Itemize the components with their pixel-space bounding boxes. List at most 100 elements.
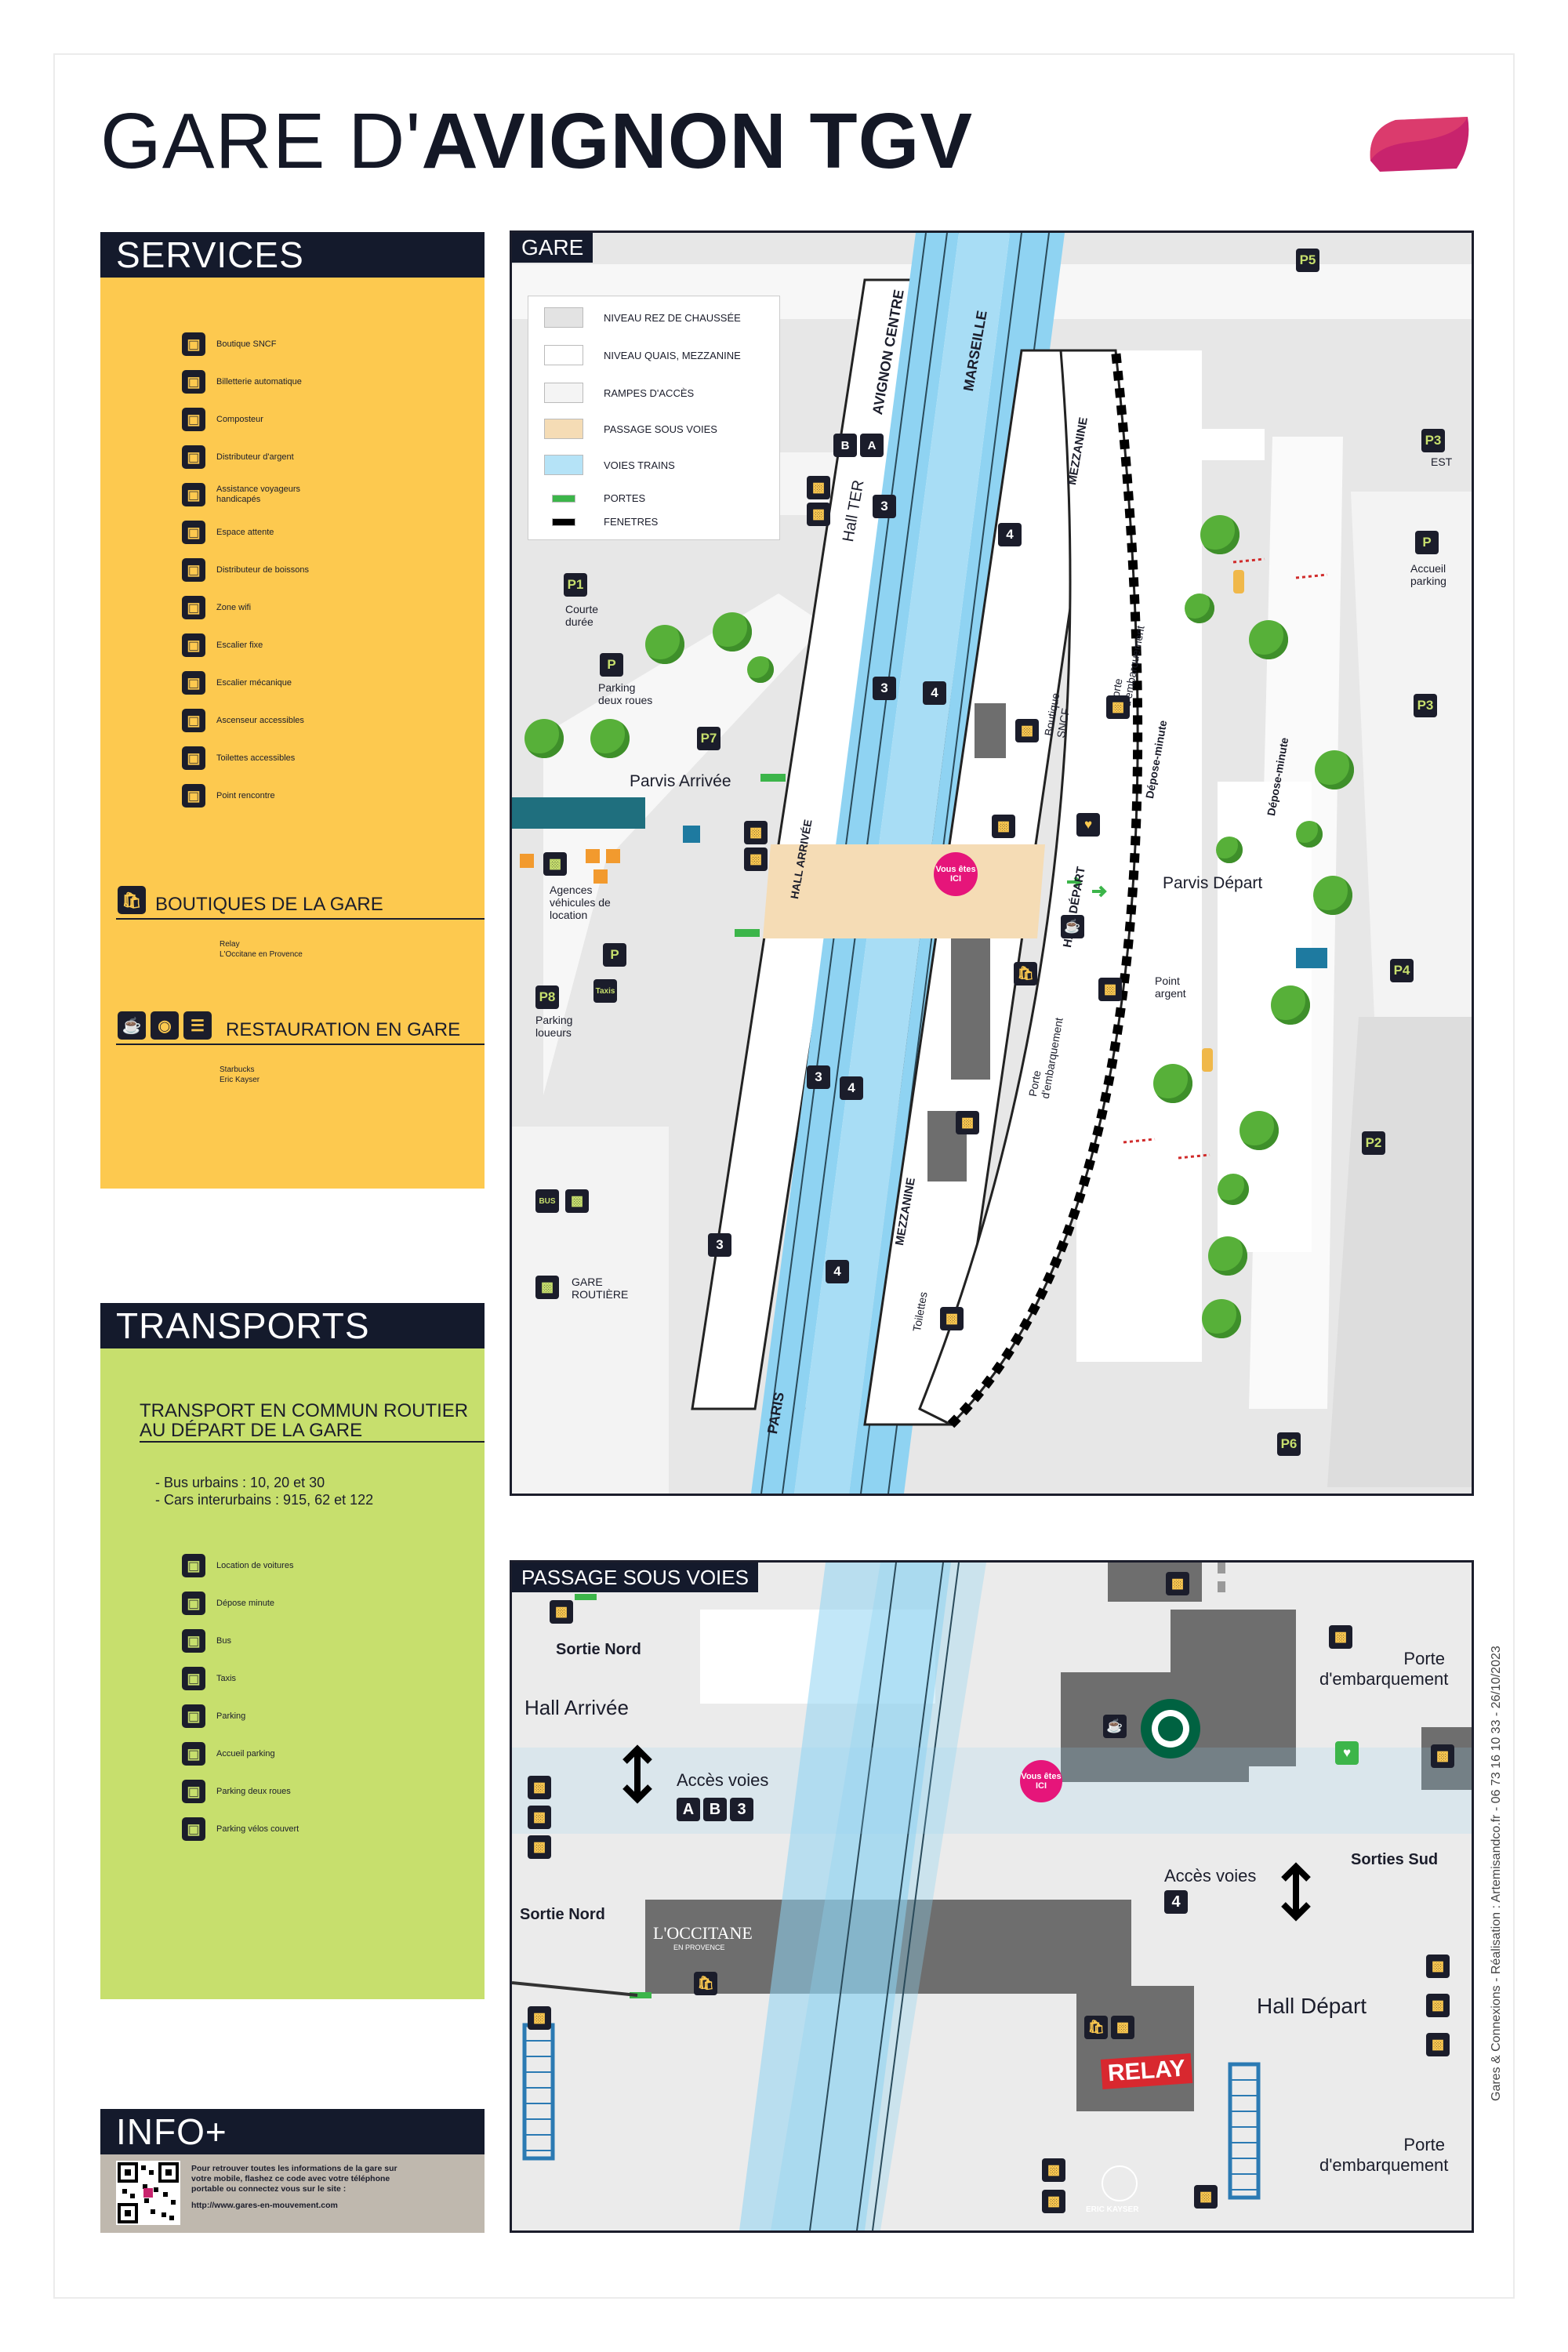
transport-line: - Cars interurbains : 915, 62 et 122 [155,1492,374,1508]
service-item: ▣Espace attente [182,521,326,544]
gare-routiere-label: GARE ROUTIÈRE [572,1276,629,1301]
validator-icon: ▣ [182,408,205,431]
shop-bag-icon: 🛍 [118,886,146,914]
food-item: Starbucks [220,1065,255,1074]
sncf-logo [1370,117,1469,172]
shop-icon: 🛍 [1084,2016,1108,2039]
parking-p1-icon: P1 [564,573,587,597]
drinks-machine-icon: ▣ [182,558,205,582]
relay-logo: RELAY [1100,2053,1193,2089]
acces-voies-label: Accès voies [1164,1866,1257,1886]
ticket-machine-icon: ▩ [1431,1744,1454,1768]
service-item: ▣Composteur [182,408,326,431]
service-item-label: Point rencontre [216,790,275,800]
taxi-icon: ▣ [182,1667,205,1690]
tree [1249,620,1288,659]
service-item: ▣Escalier mécanique [182,671,326,695]
transport-item-label: Parking deux roues [216,1786,291,1796]
legend-label: PASSAGE SOUS VOIES [604,423,717,435]
drop-off-icon: ▣ [182,1592,205,1615]
transport-item: ▣Location de voitures [182,1554,293,1577]
voie-4-sign: 4 [1164,1890,1188,1914]
info-url-link[interactable]: http://www.gares-en-mouvement.com [191,2201,338,2210]
service-item-label: Toilettes accessibles [216,753,296,763]
tree [747,656,774,683]
service-item: ▣Distributeur d'argent [182,445,326,469]
gare-map-tag: GARE [512,233,593,263]
transport-item: ▣ Dépose minute [182,1592,274,1615]
sorties-sud-label[interactable]: Sorties Sud [1351,1851,1439,1868]
legend-label: NIVEAU REZ DE CHAUSSÉE [604,311,741,324]
newspaper-icon: ▩ [1111,2016,1134,2039]
track-3-sign: 3 [807,1065,830,1089]
food-divider [116,1044,485,1045]
you-are-here-marker: Vous êtes ICI [934,852,978,896]
legend-swatch [544,307,583,328]
service-item: ▣ Point rencontre [182,784,326,808]
parking-loueurs-label: Parking loueurs [535,1014,573,1039]
legend-swatch [544,419,583,439]
service-item: ▣Assistance voyageurs handicapés [182,483,326,506]
info-heading: INFO+ [100,2109,485,2154]
track-4-sign: 4 [840,1076,863,1100]
taxi-icon: Taxis [593,979,617,1003]
transport-item: ▣ Taxis [182,1667,236,1690]
gare-map-drawing [512,233,1472,1494]
title-prefix: GARE D' [100,97,422,185]
parvis-arrivee-label: Parvis Arrivée [630,772,731,790]
poster-frame [53,53,1515,2299]
you-are-here-marker: Vous êtes ICI [1020,1760,1062,1802]
boutique-sncf-icon: ▣ [182,332,205,356]
legend-label: RAMPES D'ACCÈS [604,387,695,399]
voie-a-sign: A [677,1798,700,1821]
parking-reception-icon: ▣ [182,1742,205,1766]
services-heading-text: SERVICES [116,234,304,275]
service-item-label: Distributeur de boissons [216,564,310,575]
transport-item-label: Dépose minute [216,1598,274,1608]
qr-code-icon[interactable] [116,2161,180,2225]
transport-item: ▣Parking deux roues [182,1780,291,1803]
shop-icon: 🛍 [694,1972,717,1995]
tree [1315,750,1354,789]
accessibility-icon: ▩ [1426,1994,1450,2017]
transports-subheading: TRANSPORT EN COMMUN ROUTIER AU DÉPART DE… [140,1401,468,1440]
ticket-machine-icon: ▩ [1166,1572,1189,1595]
service-item-label: Escalier fixe [216,640,263,650]
transport-item-label: Taxis [216,1673,237,1683]
parking-p3-icon: P3 [1414,694,1437,717]
service-item-label: Ascenseur accessibles [216,715,304,725]
escalator-icon: ▩ [940,1307,964,1330]
track-3-sign: 3 [873,495,896,518]
food-item: Eric Kayser [220,1076,260,1084]
transport-item: ▣Parking vélos couvert [182,1817,299,1841]
shops-heading: BOUTIQUES DE LA GARE [155,894,383,915]
tree [524,719,564,758]
transport-item-label: Accueil parking [216,1748,275,1759]
sortie-nord-label: Sortie Nord [520,1906,605,1923]
car-icon: ▩ [1106,695,1130,719]
transports-panel [100,1348,485,1999]
tree [1200,515,1240,554]
accessibility-icon: ▩ [528,1806,551,1829]
wifi-icon: ▩ [1426,2033,1450,2056]
eric-kayser-logo: ERIC KAYSER [1086,2205,1139,2214]
track-b-sign: B [833,434,857,457]
service-item: ▣Escalier fixe [182,633,326,657]
voie-b-sign: B [703,1798,727,1821]
track-a-sign: A [860,434,884,457]
transport-item-label: Bus [216,1635,231,1646]
meeting-point-icon: ▣ [182,784,205,808]
cafe-icon: ☕ [1061,915,1084,938]
parking-p7-icon: P7 [697,727,720,750]
transport-item-label: Location de voitures [216,1560,294,1570]
info-heading-text: INFO+ [116,2111,227,2152]
ticket-machine-icon: ▩ [807,476,830,499]
track-3-sign: 3 [708,1233,731,1257]
accessibility-icon: ▣ [182,483,205,506]
transport-item-label: Parking vélos couvert [216,1824,299,1834]
wifi-icon: ▣ [182,596,205,619]
transport-lines: - Bus urbains : 10, 20 et 30 - Cars inte… [155,1474,373,1508]
food-icon: ◉ [151,1011,179,1040]
shop-item: L'Occitane en Provence [220,950,303,959]
transports-heading: TRANSPORTS [100,1303,485,1348]
